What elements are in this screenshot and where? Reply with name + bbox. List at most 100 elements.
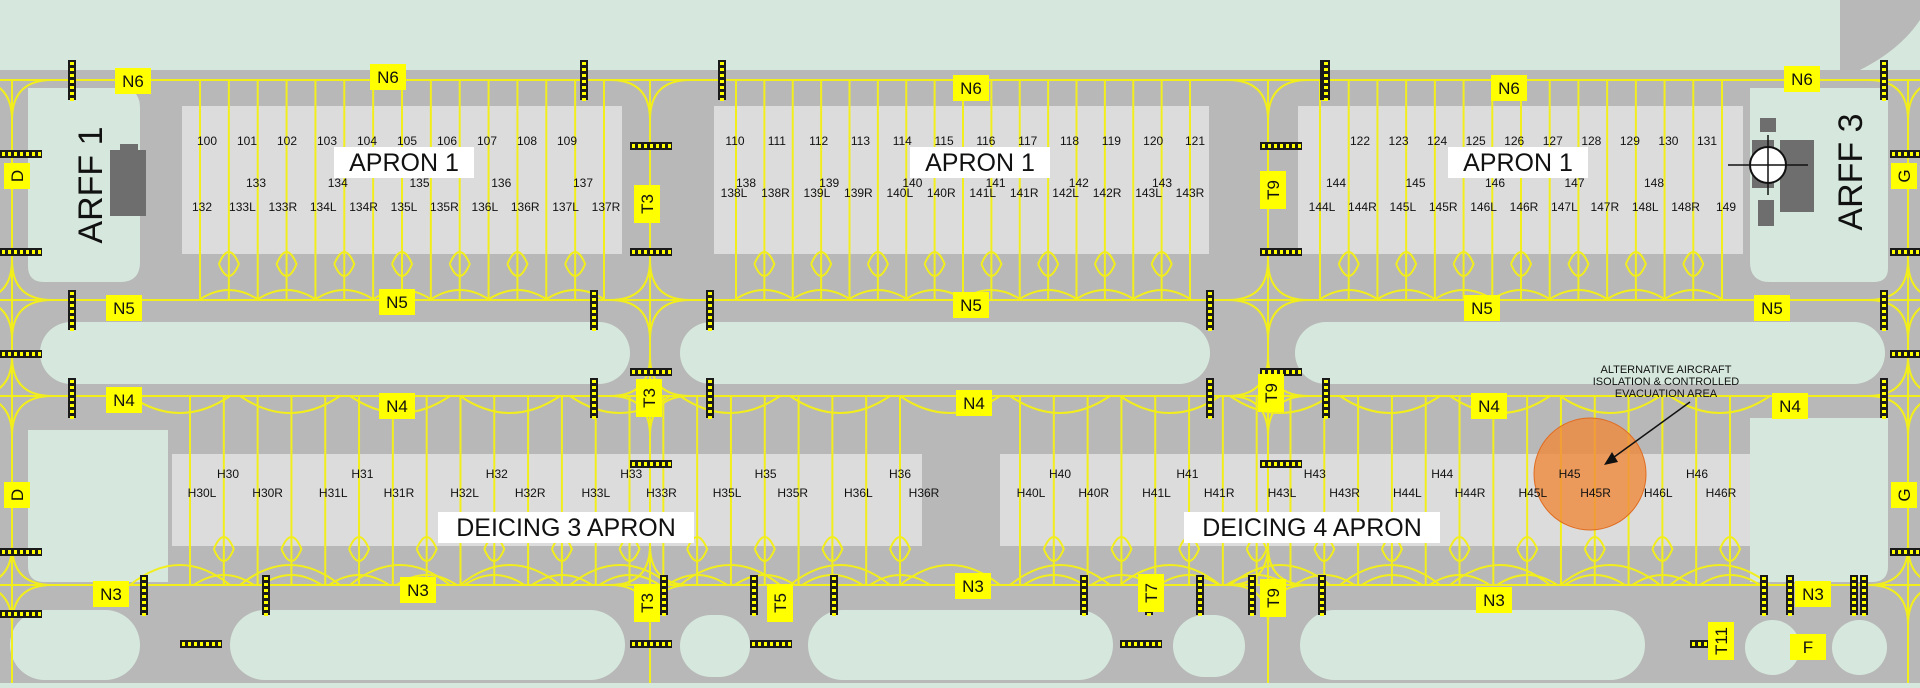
taxiway-sign-box (1491, 75, 1527, 101)
hold-vertical-1-dash-38 (582, 98, 586, 101)
hold-vertical-20-dash-2 (752, 577, 756, 580)
hold-horizontal-20-dash-38 (788, 642, 791, 646)
stand-label: 146R (1510, 200, 1539, 214)
stand-label: 137L (552, 200, 579, 214)
stand-label: 123 (1389, 134, 1409, 148)
hold-vertical-17-dash-32 (142, 607, 146, 610)
deicing4-arc-11 (1361, 574, 1423, 586)
hold-vertical-11-dash-8 (70, 386, 74, 389)
taxiway-sign-d: D (8, 489, 27, 501)
stand-label: 145 (1405, 176, 1425, 190)
hold-horizontal-0-dash-20 (20, 152, 23, 156)
stand-label: 136R (511, 200, 540, 214)
taxiway-sign-d: D (8, 170, 27, 182)
n4-arc-1610 (1559, 395, 1661, 414)
hold-horizontal-18-dash-38 (1158, 642, 1161, 646)
hold-vertical-19-dash-2 (662, 577, 666, 580)
apron1-west-loop-13 (564, 251, 587, 277)
stand-label: H40L (1017, 486, 1046, 500)
stand-label: 117 (1018, 134, 1037, 148)
hold-vertical-22-dash-8 (1082, 583, 1086, 586)
stand-label: 139R (844, 186, 873, 200)
hold-horizontal-18-dash-26 (1146, 642, 1149, 646)
hold-vertical-1-dash-32 (582, 92, 586, 95)
apron1-east-loop-3 (1395, 251, 1418, 277)
hold-horizontal-15-dash-2 (1262, 370, 1265, 374)
hold-horizontal-16-dash-26 (1286, 462, 1289, 466)
hold-vertical-6-dash-20 (70, 310, 74, 313)
stand-label: H31 (351, 467, 373, 481)
hold-horizontal-0-dash-32 (32, 152, 35, 156)
hold-vertical-14-dash-26 (1208, 404, 1212, 407)
hold-vertical-19-dash-26 (662, 601, 666, 604)
hold-horizontal-2-dash-38 (38, 352, 41, 356)
stand-label: 124 (1427, 134, 1447, 148)
hold-horizontal-16-dash-8 (1268, 462, 1271, 466)
hold-vertical-16-dash-2 (1882, 380, 1886, 383)
hold-horizontal-7-dash-32 (1292, 144, 1295, 148)
grass-islands (10, 88, 1888, 680)
grass-corner (1860, 20, 1920, 70)
fillet-3-N4-d (1907, 355, 1920, 390)
hold-horizontal-12-dash-14 (1904, 550, 1907, 554)
hold-horizontal-2-dash-20 (20, 352, 23, 356)
annotation-arrow-line (1609, 401, 1691, 461)
hold-vertical-15-dash-20 (1324, 398, 1328, 401)
hold-horizontal-9-dash-26 (1916, 152, 1919, 156)
stand-label: 134 (328, 176, 348, 190)
hold-vertical-11-dash-14 (70, 392, 74, 395)
hold-vertical-7-dash-2 (592, 292, 596, 295)
n3-arc-840 (789, 564, 891, 586)
hold-vertical-28-dash-8 (1788, 583, 1792, 586)
hold-horizontal-0-dash-8 (8, 152, 11, 156)
hold-vertical-2-dash-20 (720, 80, 724, 83)
hold-horizontal-11-dash-20 (1910, 352, 1913, 356)
taxiway-sign-box (379, 289, 415, 315)
hold-vertical-25-dash-14 (1250, 589, 1254, 592)
hold-vertical-9-dash-38 (1208, 328, 1212, 331)
stand-label: 131 (1697, 134, 1717, 148)
stand-label: 137R (592, 200, 621, 214)
taxiway-sign-box (634, 584, 660, 622)
hold-horizontal-8-dash-8 (1268, 250, 1271, 254)
hold-vertical-22-dash-26 (1082, 601, 1086, 604)
n4-arc-1280 (1229, 395, 1331, 414)
taxiway-sign-box (636, 379, 662, 417)
taxiway-sign-box (1260, 171, 1286, 209)
isolation-area (1533, 417, 1647, 531)
hold-horizontal-17-dash-26 (656, 642, 659, 646)
hold-horizontal-21-dash-14 (1704, 642, 1707, 646)
hold-horizontal-16-dash-38 (1298, 462, 1301, 466)
stand-label: 143R (1176, 186, 1205, 200)
hold-vertical-9-dash-2 (1208, 292, 1212, 295)
hold-vertical-24-dash-32 (1198, 607, 1202, 610)
deicing3-arc-13 (598, 574, 661, 586)
stand-label: 147L (1551, 200, 1578, 214)
n3-arc-1500 (1449, 564, 1551, 586)
hold-horizontal-0-dash-2 (2, 152, 5, 156)
hold-vertical-4-dash-32 (1324, 92, 1328, 95)
hold-vertical-0-dash-2 (70, 62, 74, 65)
n4-arc-1060 (1009, 395, 1111, 414)
hold-vertical-22-dash-38 (1082, 613, 1086, 616)
hold-vertical-18-dash-8 (264, 583, 268, 586)
hold-vertical-9-dash-14 (1208, 304, 1212, 307)
hold-horizontal-12-dash-20 (1910, 550, 1913, 554)
hold-vertical-15-dash-8 (1324, 386, 1328, 389)
hold-vertical-27-dash-38 (1762, 613, 1766, 616)
hold-horizontal-3-dash-26 (26, 550, 29, 554)
taxiway-sign-box (4, 163, 30, 189)
hold-horizontal-9-dash-8 (1898, 152, 1901, 156)
hold-vertical-4-dash-2 (1324, 62, 1328, 65)
apron-label-text: DEICING 4 APRON (1202, 514, 1422, 542)
hold-vertical-22-dash-2 (1082, 577, 1086, 580)
hold-vertical-21-dash-26 (832, 601, 836, 604)
grass-oval-0 (40, 322, 630, 384)
hold-horizontal-1-dash-20 (20, 250, 23, 254)
stand-label: 138L (721, 186, 748, 200)
stand-label: 133R (268, 200, 297, 214)
taxiway-sign-t11: T11 (1712, 627, 1731, 655)
hold-vertical-22-dash-14 (1082, 589, 1086, 592)
